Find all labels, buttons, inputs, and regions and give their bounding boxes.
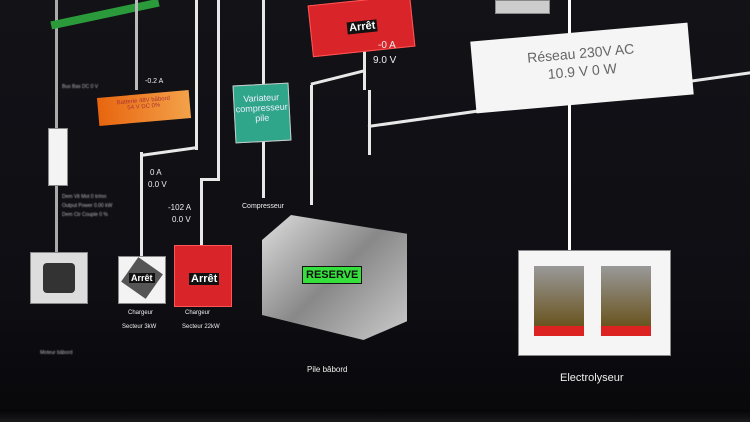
motor-line: Output Power 0.00 kW [62, 203, 113, 209]
wire [262, 0, 265, 85]
grid-box[interactable]: Réseau 230V AC 10.9 V 0 W [470, 22, 694, 114]
variateur-label: Variateur compresseur pile [235, 92, 288, 124]
green-bar [50, 0, 160, 30]
wire [310, 69, 365, 86]
wire [195, 0, 198, 150]
charger22-voltage: 0.0 V [172, 215, 191, 224]
charger22-status: Arrêt [189, 273, 220, 285]
battery-box[interactable]: Batterie 48V bâbord 54 V DC 0% [96, 90, 192, 126]
wire [140, 152, 143, 257]
wire [363, 40, 366, 90]
charger3-label: Chargeur [128, 310, 154, 316]
wire [200, 178, 220, 181]
motor-line: Dem Ctr Couple 0 % [62, 212, 108, 218]
top-unit-voltage: 9.0 V [373, 55, 397, 66]
charger3-button[interactable]: Arrêt [118, 256, 166, 304]
wire [262, 140, 265, 198]
charger3-current: 0 A [150, 168, 162, 177]
wire [310, 85, 313, 205]
wire [217, 0, 220, 180]
top-unit-current: -0 A [378, 40, 396, 51]
wire [568, 0, 571, 250]
monitor-bezel [0, 410, 750, 422]
charger3-label: Secteur 3kW [122, 324, 157, 330]
charger22-button[interactable]: Arrêt [174, 245, 232, 307]
motor-label: Moteur bâbord [40, 350, 73, 356]
bus-device-image [48, 128, 68, 186]
wire [140, 145, 198, 158]
top-device-image [495, 0, 550, 14]
variateur-box[interactable]: Variateur compresseur pile [232, 82, 292, 144]
charger22-current: -102 A [168, 203, 192, 212]
top-unit-status: Arrêt [346, 19, 378, 35]
compresseur-label: Compresseur [242, 203, 285, 210]
wire [200, 180, 203, 245]
wire [368, 90, 371, 155]
battery-current: -0.2 A [145, 78, 164, 85]
motor-line: Dem Vit Mot 0 tr/mn [62, 194, 107, 200]
top-unit-button[interactable]: Arrêt [307, 0, 416, 58]
charger22-label: Chargeur [185, 310, 211, 316]
wire [135, 0, 138, 90]
charger3-status: Arrêt [129, 273, 155, 283]
fuelcell-label: Pile bâbord [307, 365, 348, 374]
charger3-voltage: 0.0 V [148, 180, 167, 189]
motor-image[interactable] [30, 252, 88, 304]
charger22-label: Secteur 22kW [182, 324, 220, 330]
fuelcell-status: RESERVE [302, 266, 363, 284]
electrolyser-image[interactable] [518, 250, 671, 356]
electrolyser-label: Electrolyseur [560, 372, 624, 384]
bus-label: Bus Bas DC 0 V [62, 84, 99, 90]
